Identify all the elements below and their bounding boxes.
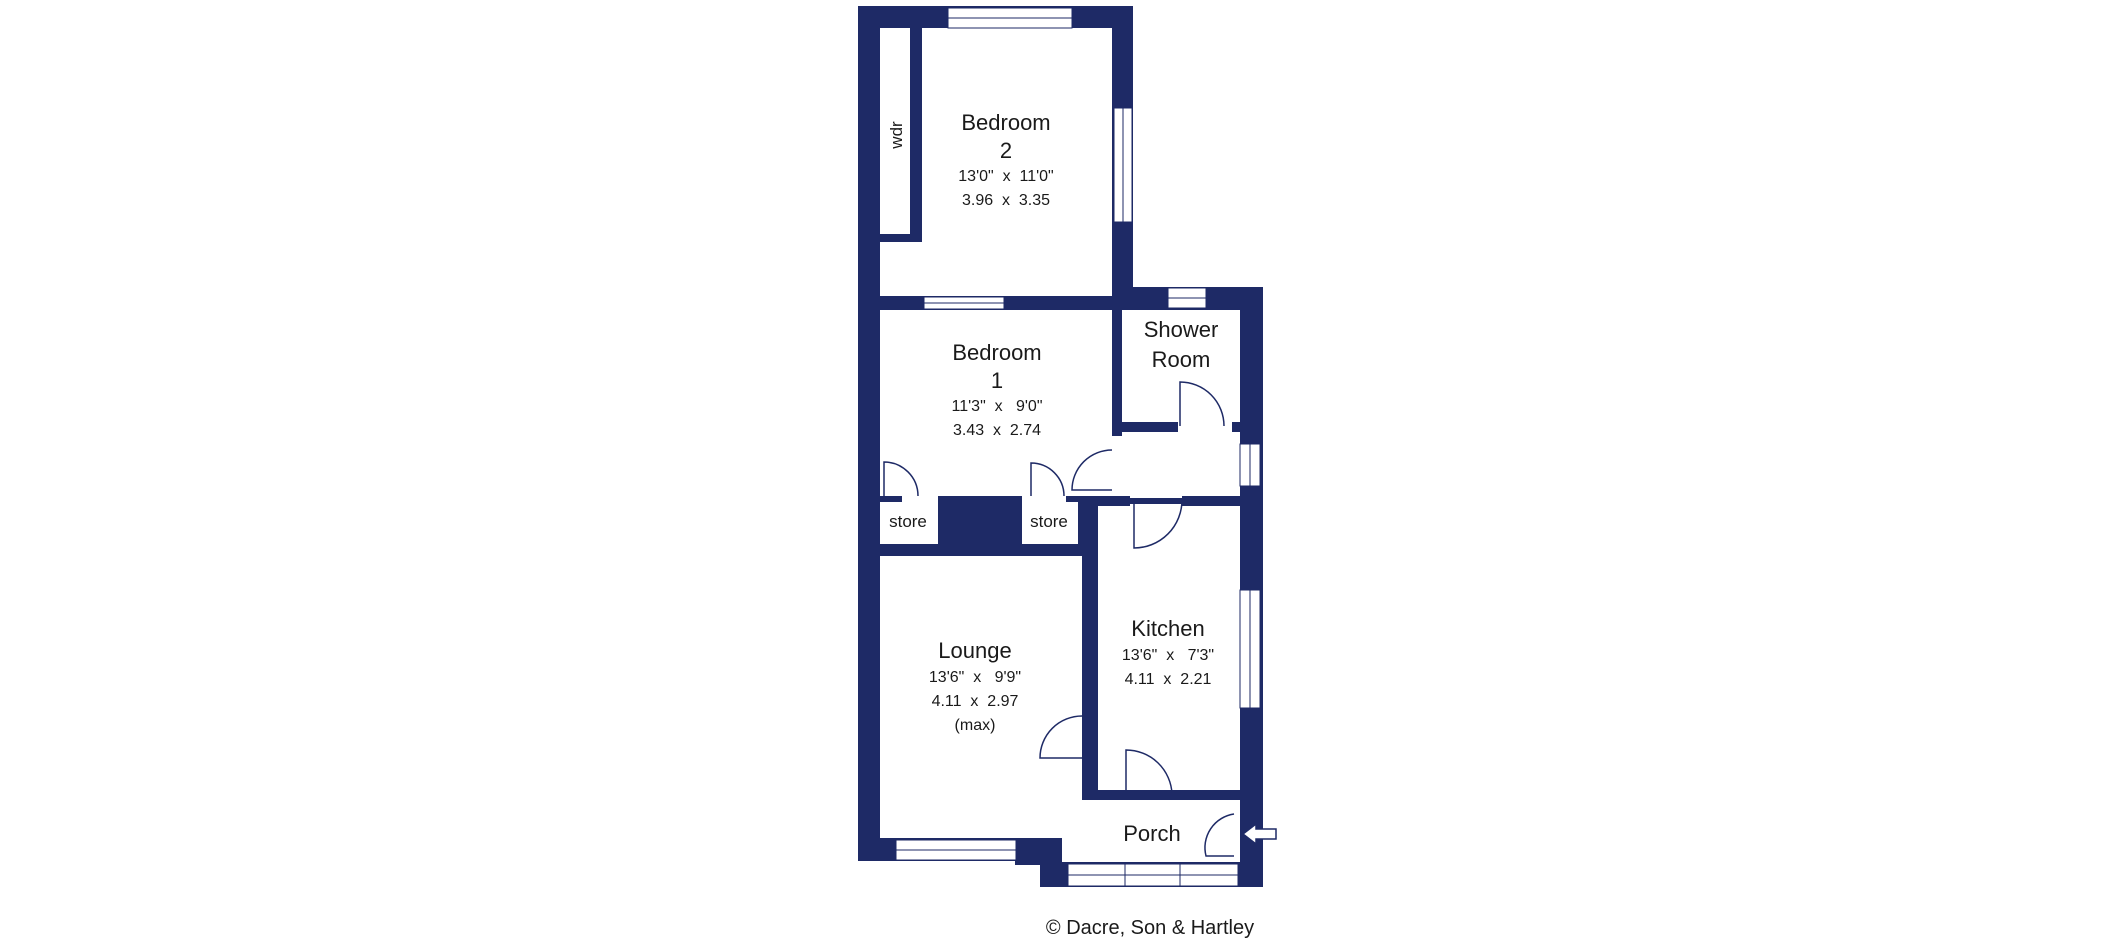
bedroom-1-name: Bedroom xyxy=(952,340,1041,365)
door-kitchen-north xyxy=(1133,499,1183,549)
doors xyxy=(883,381,1235,857)
windows xyxy=(895,7,1261,887)
lounge-dim-imperial: 13'6" x 9'9" xyxy=(929,669,1021,686)
arrow-left-icon xyxy=(1241,822,1277,846)
labels: Bedroom 2 13'0" x 11'0" 3.96 x 3.35 wdr … xyxy=(887,110,1218,846)
wall-bed1-south-left xyxy=(880,496,902,502)
door-store-left xyxy=(883,461,919,497)
bedroom-2-dim-imperial: 13'0" x 11'0" xyxy=(958,168,1053,185)
floor-hall-right xyxy=(1122,422,1240,498)
lounge-name: Lounge xyxy=(938,638,1011,663)
bedroom-2-dim-metric: 3.96 x 3.35 xyxy=(962,192,1050,209)
copyright-notice: © Dacre, Son & Hartley xyxy=(1045,917,1255,939)
lounge-dim-metric: 4.11 x 2.97 xyxy=(932,693,1019,710)
wardrobe-label: wdr xyxy=(887,121,906,150)
wall-kitchen-north-right xyxy=(1182,496,1240,506)
bedroom-2-name: Bedroom xyxy=(961,110,1050,135)
shower-room-name-1: Shower xyxy=(1144,317,1219,342)
floor-bedroom-1 xyxy=(880,310,1112,496)
bedroom-1-dim-metric: 3.43 x 2.74 xyxy=(953,422,1041,439)
wall-shower-south-right xyxy=(1232,422,1240,432)
floors xyxy=(880,28,1240,862)
wall-lounge-kitchen xyxy=(1082,504,1098,710)
store-left-label: store xyxy=(889,512,927,531)
bedroom-1-dim-imperial: 11'3" x 9'0" xyxy=(952,398,1043,415)
wall-kitchen-porch-right xyxy=(1174,790,1240,800)
kitchen-dim-imperial: 13'6" x 7'3" xyxy=(1122,647,1214,664)
bedroom-2-number: 2 xyxy=(1000,138,1012,163)
bedroom-1-number: 1 xyxy=(991,368,1003,393)
door-kitchen-porch xyxy=(1125,749,1173,795)
floor-wardrobe xyxy=(882,30,910,236)
floor-store-right xyxy=(1022,496,1078,544)
wall-kitchen-porch-left xyxy=(1098,790,1124,800)
wall-store-left-base xyxy=(880,544,938,556)
door-shower xyxy=(1179,381,1225,427)
wall-wardrobe-base xyxy=(880,234,922,242)
floor-porch xyxy=(1062,800,1240,862)
floor-kitchen xyxy=(1098,504,1240,790)
wall-mass-notch xyxy=(1015,835,1045,865)
lounge-note: (max) xyxy=(955,717,996,734)
partitions xyxy=(880,28,1240,800)
wall-kitchen-north-left xyxy=(1098,496,1130,506)
floor-store-left xyxy=(880,496,938,544)
floor-lounge xyxy=(880,556,1082,838)
wall-store-block xyxy=(938,496,1022,552)
door-front xyxy=(1204,813,1235,857)
porch-name: Porch xyxy=(1123,821,1180,846)
store-right-label: store xyxy=(1030,512,1068,531)
wall-bed1-south-right xyxy=(1066,496,1112,502)
door-bedroom-1 xyxy=(1071,449,1113,491)
wall-wardrobe xyxy=(910,28,922,242)
door-store-right xyxy=(1030,462,1065,497)
kitchen-dim-metric: 4.11 x 2.21 xyxy=(1125,671,1212,688)
wall-shower-south xyxy=(1122,422,1178,432)
shower-room-name-2: Room xyxy=(1152,347,1211,372)
kitchen-name: Kitchen xyxy=(1131,616,1204,641)
wall-lounge-kitchen-low xyxy=(1082,762,1098,800)
wall-store-right-base xyxy=(1022,544,1078,556)
door-lounge xyxy=(1039,715,1083,759)
floor-shower-room xyxy=(1122,310,1240,422)
